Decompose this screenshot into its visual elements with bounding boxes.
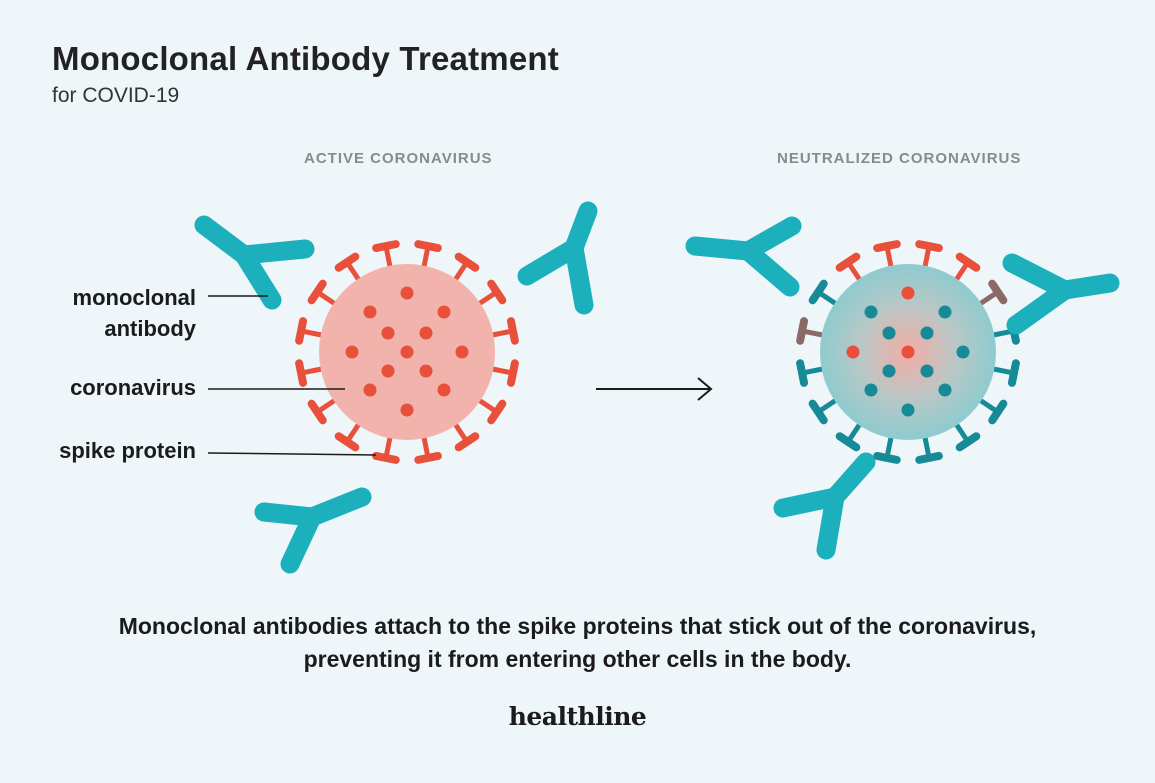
virus-dot xyxy=(363,383,377,397)
antibody-callout: monoclonal antibody xyxy=(20,282,196,344)
virus-dot xyxy=(901,345,915,359)
virus-dot xyxy=(437,305,451,319)
virus-dot xyxy=(938,305,952,319)
active-coronavirus xyxy=(295,240,519,464)
spike-protein xyxy=(451,252,480,285)
virus-dot xyxy=(901,403,915,417)
antibody-icon xyxy=(254,487,372,574)
spike-protein xyxy=(474,279,507,308)
antibody-icon xyxy=(1002,253,1120,335)
spike-protein xyxy=(975,279,1008,308)
spike-protein xyxy=(952,419,981,452)
spike-protein xyxy=(796,359,829,387)
bound-antibodies xyxy=(685,216,1120,560)
virus-dot xyxy=(400,403,414,417)
virus-dot xyxy=(920,326,934,340)
spike-protein xyxy=(808,279,841,308)
spike-protein xyxy=(835,419,864,452)
spike-protein xyxy=(952,252,981,285)
virus-dot xyxy=(400,345,414,359)
active-spike-proteins xyxy=(295,240,519,464)
spike-protein xyxy=(975,396,1008,425)
coronavirus-callout: coronavirus xyxy=(70,375,196,400)
spike-protein xyxy=(307,396,340,425)
spike-protein xyxy=(987,359,1020,387)
arrow-icon xyxy=(596,377,713,401)
spike-protein xyxy=(808,396,841,425)
neutralized-coronavirus xyxy=(796,240,1020,464)
virus-dot xyxy=(419,326,433,340)
virus-dot xyxy=(901,286,915,300)
virus-dot xyxy=(956,345,970,359)
spike-protein xyxy=(796,317,829,345)
virus-dot xyxy=(437,383,451,397)
healthline-logo: healthline xyxy=(508,702,647,731)
virus-dot xyxy=(846,345,860,359)
virus-dot xyxy=(864,305,878,319)
antibody-icon xyxy=(773,452,876,560)
spike-protein xyxy=(451,419,480,452)
virus-dot xyxy=(381,326,395,340)
virus-dot xyxy=(400,286,414,300)
antibody-callout-line1: monoclonal xyxy=(72,285,196,310)
virus-dot xyxy=(419,364,433,378)
antibody-icon xyxy=(685,216,802,297)
spike-protein xyxy=(835,252,864,285)
virus-dot xyxy=(345,345,359,359)
free-antibodies xyxy=(194,201,598,574)
active-virus-dots xyxy=(345,286,469,417)
neutralized-panel-label: NEUTRALIZED CORONAVIRUS xyxy=(777,150,1022,167)
page-subtitle: for COVID-19 xyxy=(52,84,180,107)
neutralized-virus-dots xyxy=(846,286,970,417)
virus-dot xyxy=(864,383,878,397)
active-panel-label: ACTIVE CORONAVIRUS xyxy=(304,150,493,167)
callout-lines xyxy=(207,295,377,456)
antibody-icon xyxy=(517,201,598,315)
spike-protein xyxy=(474,396,507,425)
spike-leader-line xyxy=(207,452,377,456)
spike-protein xyxy=(334,419,363,452)
spike-protein-callout: spike protein xyxy=(59,438,196,463)
antibody-callout-line2: antibody xyxy=(104,316,196,341)
virus-dot xyxy=(455,345,469,359)
virus-dot xyxy=(363,305,377,319)
virus-dot xyxy=(381,364,395,378)
virus-dot xyxy=(920,364,934,378)
virus-dot xyxy=(882,326,896,340)
spike-protein xyxy=(307,279,340,308)
spike-protein xyxy=(334,252,363,285)
antibody-icon xyxy=(194,215,315,310)
virus-dot xyxy=(882,364,896,378)
diagram-caption: Monoclonal antibodies attach to the spik… xyxy=(118,613,1037,672)
page-title: Monoclonal Antibody Treatment xyxy=(52,40,559,77)
virus-dot xyxy=(938,383,952,397)
